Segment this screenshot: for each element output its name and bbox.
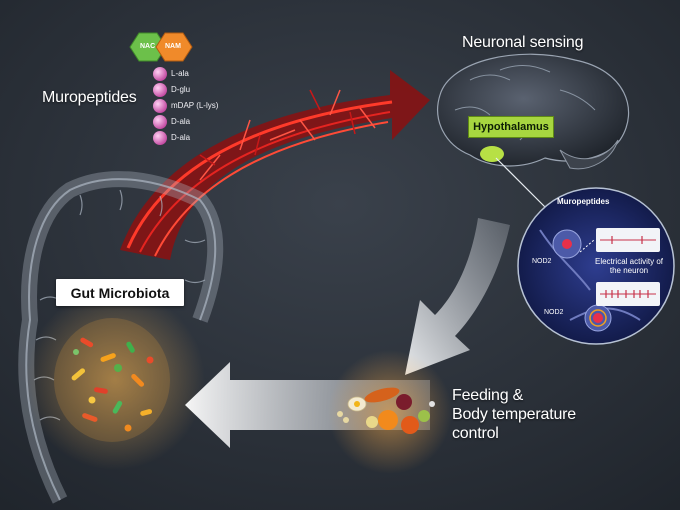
nod2-label: NOD2	[544, 309, 564, 316]
nod2-label: NOD2	[532, 258, 552, 265]
amino-acid-label: L-ala	[171, 69, 189, 78]
hypothalamus-tag: Hypothalamus	[468, 116, 554, 138]
feeding-line: Body temperature	[452, 406, 576, 423]
neuron-inset	[517, 187, 675, 345]
microbiota-glow	[25, 290, 205, 470]
gut-microbiota-label: Gut Microbiota	[70, 284, 170, 301]
electrical-activity-label: Electrical activity of the neuron	[594, 257, 664, 275]
blood-vessel-arrow	[120, 70, 430, 260]
microbiota-cluster	[54, 318, 170, 442]
brain-to-food-arrow	[405, 218, 510, 375]
amino-acid-label: D-ala	[171, 133, 191, 142]
feeding-control-label: Feeding & Body temperature control	[452, 386, 622, 443]
nam-label: NAM	[165, 43, 181, 50]
amino-acid-label: mDAP (L-lys)	[171, 101, 219, 110]
nac-label: NAC	[140, 43, 156, 50]
amino-acid-label: D-ala	[171, 117, 191, 126]
hypothalamus-pointer	[495, 157, 549, 211]
feeding-line: Feeding &	[452, 387, 524, 404]
neuronal-sensing-label: Neuronal sensing	[462, 34, 584, 51]
feeding-line: control	[452, 425, 499, 442]
muropeptides-label: Muropeptides	[42, 89, 137, 106]
amino-acid-label: D-glu	[171, 85, 191, 94]
food-illustration	[337, 387, 435, 434]
gut-microbiota-tag: Gut Microbiota	[56, 279, 184, 306]
brain-illustration	[437, 53, 630, 170]
muropeptide-molecule	[129, 32, 193, 145]
hypothalamus-label: Hypothalamus	[473, 121, 549, 133]
inset-title: Muropeptides	[557, 197, 610, 206]
